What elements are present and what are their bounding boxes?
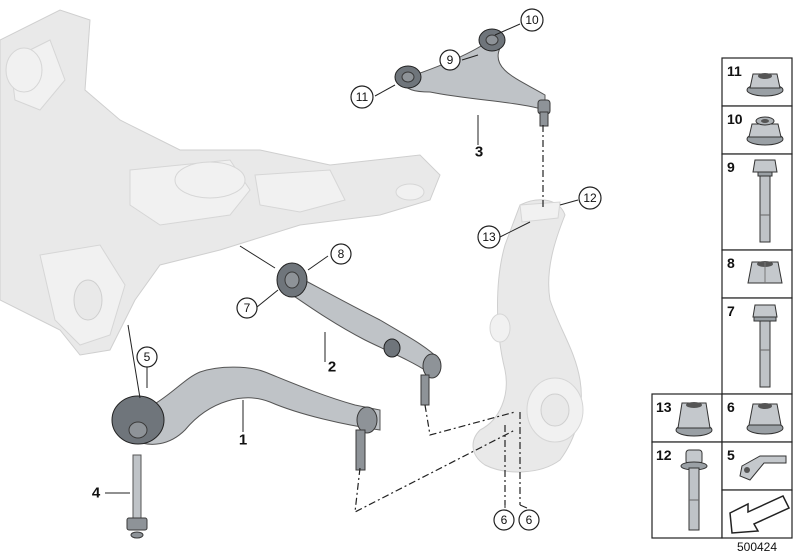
svg-text:9: 9 — [727, 159, 735, 175]
parts-cell-10: 10 — [721, 105, 793, 155]
callout-7: 7 — [236, 297, 258, 319]
hex-flange-nut-icon — [746, 73, 784, 97]
torx-bolt-icon — [680, 449, 708, 531]
parts-panel: 11 10 9 — [651, 57, 793, 539]
wishbone — [111, 366, 381, 471]
svg-text:5: 5 — [727, 447, 735, 463]
callout-3: 3 — [475, 144, 483, 161]
callout-10: 10 — [520, 8, 544, 32]
hex-bolt-icon — [752, 159, 778, 243]
callout-2: 2 — [328, 359, 336, 376]
callouts-circled: 5 6 6 7 8 9 10 11 — [136, 8, 602, 531]
parts-cell-7: 7 — [721, 297, 793, 395]
svg-text:8: 8 — [338, 247, 345, 261]
svg-text:6: 6 — [526, 513, 533, 527]
parts-cell-arrow — [721, 489, 793, 539]
parts-cell-12: 12 — [651, 441, 723, 539]
svg-text:11: 11 — [727, 63, 742, 79]
svg-text:13: 13 — [482, 230, 496, 244]
callout-4: 4 — [92, 485, 101, 502]
parts-cell-6: 6 — [721, 393, 793, 443]
hex-collar-nut-icon — [675, 402, 713, 437]
assembly-lines — [354, 125, 544, 514]
parts-cell-5: 5 — [721, 441, 793, 491]
arrow-icon — [729, 495, 791, 534]
svg-text:5: 5 — [144, 350, 151, 364]
callout-12: 12 — [578, 186, 602, 210]
front-subframe — [0, 9, 441, 356]
tension-strut — [276, 262, 442, 406]
callout-8: 8 — [330, 243, 352, 265]
clip-bracket-icon — [739, 455, 787, 481]
parts-cell-13: 13 — [651, 393, 723, 443]
parts-cell-11: 11 — [721, 57, 793, 107]
callout-6-left: 6 — [493, 509, 515, 531]
callouts-plain: 1 2 3 4 — [92, 144, 483, 502]
hex-bolt-icon — [752, 304, 778, 388]
catalog-number: 500424 — [737, 540, 777, 554]
svg-text:11: 11 — [356, 90, 369, 104]
svg-text:12: 12 — [583, 191, 597, 205]
svg-text:13: 13 — [656, 399, 672, 415]
svg-text:7: 7 — [727, 303, 735, 319]
upper-control-arm — [394, 28, 551, 127]
bolt-4 — [126, 454, 148, 539]
svg-text:10: 10 — [525, 13, 539, 27]
parts-cell-9: 9 — [721, 153, 793, 251]
callout-13: 13 — [477, 225, 501, 249]
callout-6-right: 6 — [518, 509, 540, 531]
leader-lines — [105, 23, 579, 509]
hex-flange-nut-icon — [746, 403, 784, 435]
self-locking-nut-icon — [746, 116, 784, 146]
callout-5: 5 — [136, 346, 158, 368]
steering-knuckle — [472, 199, 584, 473]
callout-11: 11 — [350, 85, 374, 109]
svg-text:7: 7 — [244, 301, 251, 315]
callout-1: 1 — [239, 432, 247, 449]
parts-cell-8: 8 — [721, 249, 793, 299]
svg-text:6: 6 — [727, 399, 735, 415]
svg-text:10: 10 — [727, 111, 743, 127]
svg-text:8: 8 — [727, 255, 735, 271]
svg-text:9: 9 — [447, 53, 454, 67]
svg-text:12: 12 — [656, 447, 672, 463]
callout-9: 9 — [439, 49, 461, 71]
svg-text:6: 6 — [501, 513, 508, 527]
hex-nut-icon — [747, 261, 783, 284]
